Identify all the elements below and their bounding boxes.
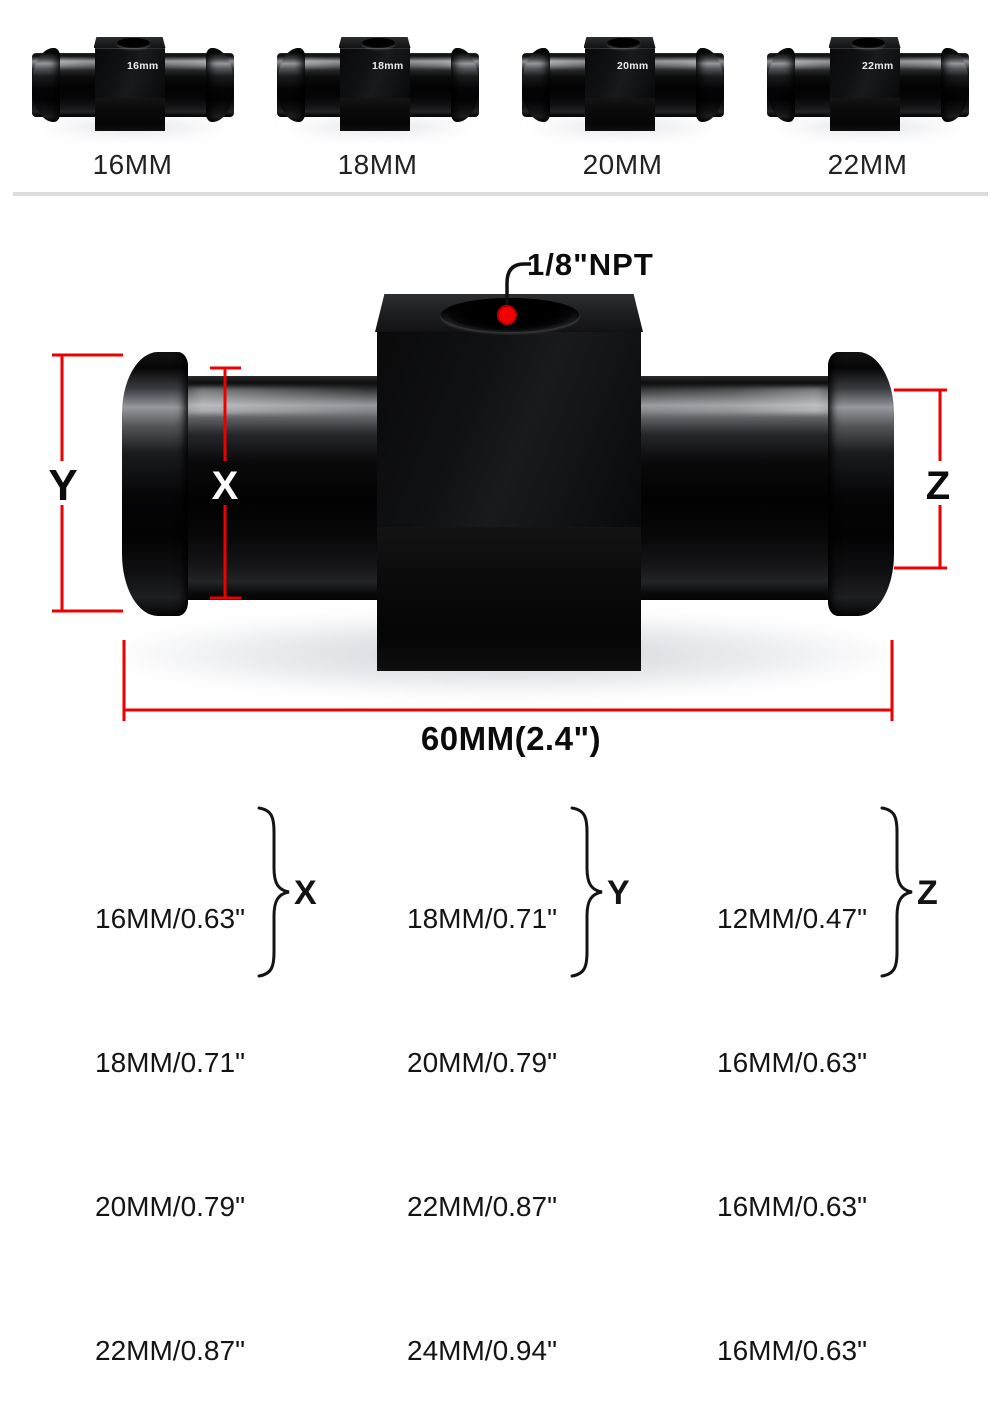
npt-port-label: 1/8"NPT: [527, 247, 654, 282]
variant-thumb-16mm: 16mm 16MM: [10, 35, 255, 181]
adapter-photo-20mm: 20mm: [521, 35, 724, 135]
thumb-caption-18mm: 18MM: [337, 149, 418, 180]
brace-icon: [257, 806, 290, 978]
thumb-hex-front: [94, 48, 165, 98]
main-left-flange: [122, 352, 188, 616]
thumb-hex-front: [339, 48, 410, 98]
spec-label-z: Z: [917, 874, 938, 912]
spec-row: 20MM/0.79": [95, 1191, 246, 1222]
thumb-hex-front: [584, 48, 655, 98]
spec-column-x: 16MM/0.63" 18MM/0.71" 20MM/0.79" 22MM/0.…: [95, 799, 245, 1423]
thumb-port-hole: [851, 38, 885, 48]
thumb-engraving: 16mm: [126, 60, 159, 72]
variant-thumb-18mm: 18mm 18MM: [255, 35, 500, 181]
adapter-photo-22mm: 22mm: [766, 35, 969, 135]
spec-row: 24MM/0.94": [407, 1335, 558, 1366]
spec-row: 20MM/0.79": [407, 1047, 558, 1078]
main-hex-front: [377, 330, 641, 527]
thumb-hex-lower: [584, 97, 655, 131]
brace-icon: [570, 806, 603, 978]
main-npt-port-hole: [441, 298, 579, 332]
spec-column-z: 12MM/0.47" 16MM/0.63" 16MM/0.63" 16MM/0.…: [717, 799, 867, 1423]
thumb-port-hole: [606, 38, 640, 48]
overall-length-label: 60MM(2.4"): [420, 720, 602, 757]
spec-row: 18MM/0.71": [407, 903, 558, 934]
spec-row: 18MM/0.71": [95, 1047, 246, 1078]
thumb-caption-20mm: 20MM: [582, 149, 663, 180]
spec-label-y: Y: [607, 874, 630, 912]
thumb-hex-lower: [94, 97, 165, 131]
thumb-engraving: 18mm: [371, 60, 404, 72]
thumb-caption-16mm: 16MM: [92, 149, 173, 180]
spec-row: 16MM/0.63": [717, 1335, 868, 1366]
brace-icon: [880, 806, 913, 978]
spec-row: 22MM/0.87": [95, 1335, 246, 1366]
dim-letter-z: Z: [925, 464, 951, 508]
thumb-port-hole: [361, 38, 395, 48]
spec-row: 12MM/0.47": [717, 903, 868, 934]
thumb-engraving: 22mm: [861, 60, 894, 72]
spec-label-x: X: [294, 874, 317, 912]
spec-column-y: 18MM/0.71" 20MM/0.79" 22MM/0.87" 24MM/0.…: [407, 799, 557, 1423]
section-divider: [13, 192, 988, 196]
adapter-photo-16mm: 16mm: [31, 35, 234, 135]
thumb-hex-lower: [339, 97, 410, 131]
variant-thumb-20mm: 20mm 20MM: [500, 35, 745, 181]
main-hex-lower: [377, 524, 641, 671]
dim-letter-y: Y: [48, 461, 78, 510]
spec-row: 16MM/0.63": [95, 903, 246, 934]
variant-thumb-22mm: 22mm 22MM: [745, 35, 990, 181]
spec-row: 22MM/0.87": [407, 1191, 558, 1222]
thumb-hex-lower: [829, 97, 900, 131]
thumb-engraving: 20mm: [616, 60, 649, 72]
thumb-port-hole: [116, 38, 150, 48]
dim-letter-x: X: [211, 464, 239, 508]
spec-row: 16MM/0.63": [717, 1191, 868, 1222]
variant-thumbnail-row: 16mm 16MM 18mm 18MM: [10, 35, 990, 181]
thumb-caption-22mm: 22MM: [827, 149, 908, 180]
spec-row: 16MM/0.63": [717, 1047, 868, 1078]
adapter-photo-18mm: 18mm: [276, 35, 479, 135]
main-right-flange: [828, 352, 894, 616]
thumb-hex-front: [829, 48, 900, 98]
